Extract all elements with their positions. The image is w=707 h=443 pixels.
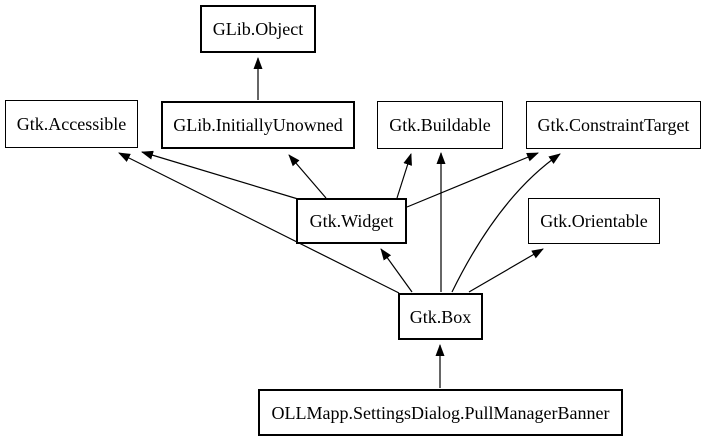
- node-glib-object: GLib.Object: [200, 5, 316, 53]
- node-gtk-widget: Gtk.Widget: [296, 198, 407, 244]
- edge-box-to-accessible: [118, 152, 400, 294]
- node-glib-initiallyunowned: GLib.InitiallyUnowned: [161, 101, 355, 149]
- node-gtk-box: Gtk.Box: [398, 293, 483, 340]
- edge-widget-to-constrainttarget: [406, 152, 539, 208]
- node-gtk-constrainttarget: Gtk.ConstraintTarget: [526, 101, 701, 149]
- edge-box-to-widget: [380, 248, 413, 293]
- edge-widget-to-initiallyunowned: [288, 154, 327, 199]
- edge-widget-to-buildable: [396, 153, 412, 199]
- node-pullmanagerbanner: OLLMapp.SettingsDialog.PullManagerBanner: [258, 389, 623, 436]
- node-gtk-accessible: Gtk.Accessible: [5, 100, 138, 148]
- node-gtk-buildable: Gtk.Buildable: [377, 101, 503, 149]
- edge-box-to-orientable: [468, 248, 544, 293]
- edge-widget-to-accessible: [141, 150, 299, 200]
- node-gtk-orientable: Gtk.Orientable: [528, 198, 660, 244]
- edge-box-to-constrainttarget: [451, 153, 561, 293]
